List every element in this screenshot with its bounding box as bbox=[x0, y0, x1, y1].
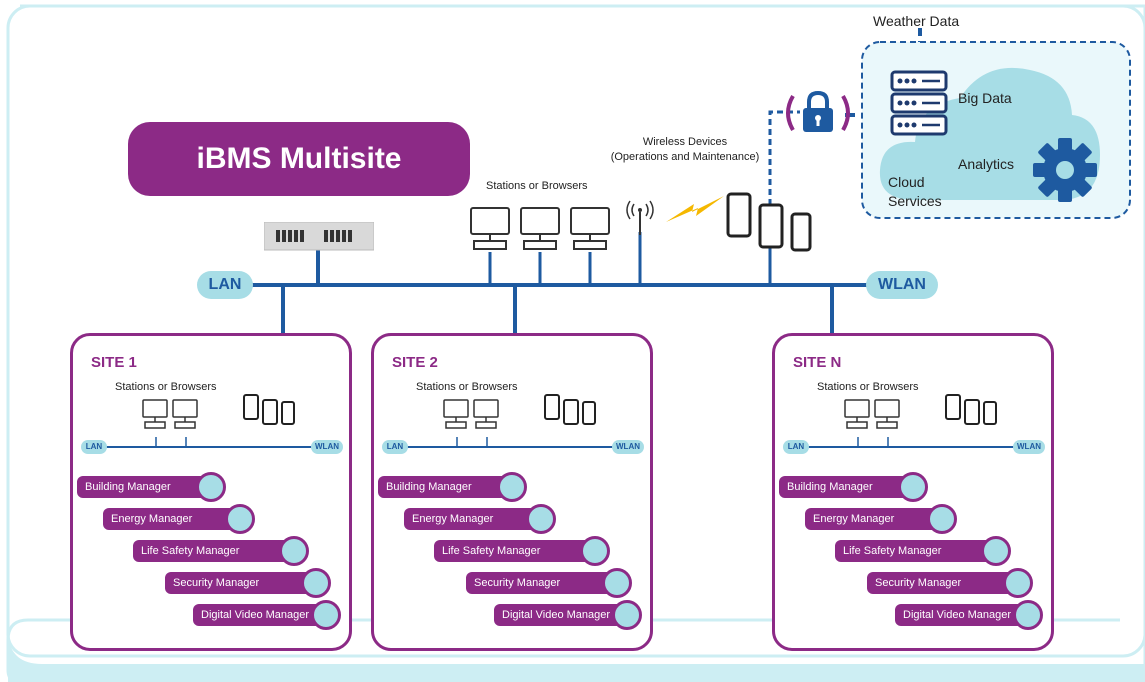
lan-badge: LAN bbox=[197, 271, 253, 299]
site-lan-badge: LAN bbox=[382, 440, 408, 454]
manager-bar: Building Manager bbox=[779, 476, 904, 498]
site-lan-badge: LAN bbox=[81, 440, 107, 454]
site-workstation-icons bbox=[443, 399, 499, 429]
energy-meter-icon bbox=[225, 504, 255, 534]
manager-bar: Security Manager bbox=[466, 572, 608, 594]
security-door-icon bbox=[1003, 568, 1033, 598]
workstation-icons bbox=[470, 207, 610, 250]
site-stations-label: Stations or Browsers bbox=[115, 381, 217, 393]
site-wlan-badge: WLAN bbox=[1013, 440, 1045, 454]
site-mobile-devices-icon bbox=[544, 394, 596, 425]
site-panel-1: SITE 1 Stations or Browsers LAN WLAN Bui… bbox=[70, 333, 352, 651]
manager-bar: Digital Video Manager bbox=[895, 604, 1019, 626]
cloud-services-line1: Cloud bbox=[888, 174, 925, 190]
wireless-label-line1: Wireless Devices bbox=[642, 136, 728, 148]
site-workstation-icons bbox=[844, 399, 900, 429]
site-lan-badge: LAN bbox=[783, 440, 809, 454]
big-data-label: Big Data bbox=[958, 90, 1012, 106]
site-mobile-devices-icon bbox=[945, 394, 997, 425]
energy-meter-icon bbox=[526, 504, 556, 534]
wireless-antenna-icon bbox=[626, 200, 654, 235]
site-panel-2: SITE 2 Stations or Browsers LAN WLAN Bui… bbox=[371, 333, 653, 651]
manager-bar: Life Safety Manager bbox=[835, 540, 987, 562]
site-network-line bbox=[93, 437, 333, 448]
cloud-services-line2: Services bbox=[888, 193, 942, 209]
site-stations-label: Stations or Browsers bbox=[416, 381, 518, 393]
manager-bar: Digital Video Manager bbox=[193, 604, 317, 626]
server-stack-icon bbox=[890, 70, 948, 136]
video-camera-icon bbox=[311, 600, 341, 630]
lock-icon bbox=[786, 90, 850, 132]
site-wlan-badge: WLAN bbox=[311, 440, 343, 454]
site-network-line bbox=[795, 437, 1035, 448]
flame-icon bbox=[279, 536, 309, 566]
wireless-devices-label: Wireless Devices (Operations and Mainten… bbox=[610, 136, 760, 163]
site-title: SITE 2 bbox=[392, 354, 438, 371]
energy-meter-icon bbox=[927, 504, 957, 534]
security-door-icon bbox=[602, 568, 632, 598]
site-title: SITE 1 bbox=[91, 354, 137, 371]
gear-icon bbox=[1033, 138, 1097, 202]
manager-bar: Energy Manager bbox=[103, 508, 231, 530]
diagram-title: iBMS Multisite bbox=[128, 122, 470, 196]
site-network-line bbox=[394, 437, 634, 448]
video-camera-icon bbox=[612, 600, 642, 630]
manager-bar: Energy Manager bbox=[404, 508, 532, 530]
site-stations-label: Stations or Browsers bbox=[817, 381, 919, 393]
stations-label: Stations or Browsers bbox=[486, 180, 588, 192]
lightning-bolt-icon bbox=[666, 196, 724, 222]
network-server-icon bbox=[264, 222, 374, 251]
site-panel-3: SITE N Stations or Browsers LAN WLAN Bui… bbox=[772, 333, 1054, 651]
manager-bar: Life Safety Manager bbox=[434, 540, 586, 562]
site-title: SITE N bbox=[793, 354, 842, 371]
site-wlan-badge: WLAN bbox=[612, 440, 644, 454]
manager-bar: Building Manager bbox=[77, 476, 202, 498]
video-camera-icon bbox=[1013, 600, 1043, 630]
weather-data-label: Weather Data bbox=[873, 13, 960, 29]
manager-bar: Security Manager bbox=[165, 572, 307, 594]
building-manager-icon bbox=[196, 472, 226, 502]
mobile-devices-icon bbox=[726, 192, 812, 252]
building-manager-icon bbox=[898, 472, 928, 502]
manager-bar: Energy Manager bbox=[805, 508, 933, 530]
analytics-label: Analytics bbox=[958, 156, 1015, 172]
wlan-badge: WLAN bbox=[866, 271, 938, 299]
cloud-services-label: Cloud Services bbox=[888, 174, 942, 209]
security-door-icon bbox=[301, 568, 331, 598]
site-workstation-icons bbox=[142, 399, 198, 429]
manager-bar: Security Manager bbox=[867, 572, 1009, 594]
flame-icon bbox=[580, 536, 610, 566]
manager-bar: Life Safety Manager bbox=[133, 540, 285, 562]
building-manager-icon bbox=[497, 472, 527, 502]
manager-bar: Building Manager bbox=[378, 476, 503, 498]
wireless-label-line2: (Operations and Maintenance) bbox=[610, 151, 760, 163]
flame-icon bbox=[981, 536, 1011, 566]
site-mobile-devices-icon bbox=[243, 394, 295, 425]
manager-bar: Digital Video Manager bbox=[494, 604, 618, 626]
